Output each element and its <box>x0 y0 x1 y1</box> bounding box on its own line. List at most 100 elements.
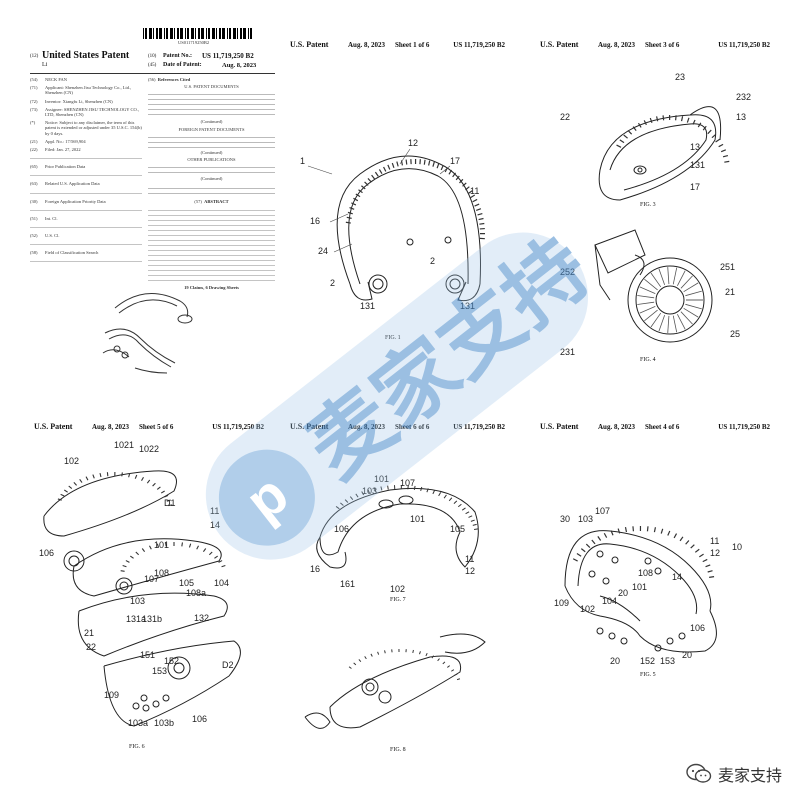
vent-slot <box>610 530 614 536</box>
reference-numeral: 108 <box>154 568 169 578</box>
vent-slot <box>637 295 655 299</box>
vent-slot <box>680 116 684 122</box>
vent-slot <box>624 527 628 533</box>
reference-numeral: D2 <box>222 660 234 670</box>
vent-slot <box>134 474 138 479</box>
reference-numeral: 101 <box>154 540 169 550</box>
vent-slot <box>419 651 421 655</box>
us-patent-docs: U.S. PATENT DOCUMENTS <box>184 84 239 90</box>
vent-slot <box>57 498 62 501</box>
vent-slot <box>349 207 355 210</box>
reference-numeral: 252 <box>560 267 575 277</box>
reference-numeral: 20 <box>682 650 692 660</box>
vent-slot <box>442 661 446 665</box>
barcode-bar <box>170 28 173 39</box>
reference-numeral: 103 <box>130 596 145 606</box>
vent-slot <box>683 282 699 293</box>
barcode-number: US011719250B2 <box>178 40 210 45</box>
vent-slot <box>677 270 686 286</box>
foreign-docs: FOREIGN PATENT DOCUMENTS <box>178 126 245 132</box>
vent-slot <box>92 474 95 479</box>
barcode-bar <box>237 28 238 39</box>
biblio-field-code: (63) <box>30 181 38 187</box>
abstract-code: (57) <box>194 199 202 205</box>
sheet-header: U.S. Patent Aug. 8, 2023 Sheet 5 of 6 US… <box>34 422 264 436</box>
barcode-bar <box>177 28 179 39</box>
reference-numeral: 153 <box>660 656 675 666</box>
vent-slot <box>724 160 730 163</box>
barcode-bar <box>185 28 186 39</box>
vent-slot <box>340 502 344 506</box>
continued-3: (Continued) <box>200 176 223 182</box>
header-number: US 11,719,250 B2 <box>212 423 264 431</box>
vent-slot <box>465 186 470 191</box>
vent-slot <box>423 159 426 165</box>
reference-lines <box>148 91 275 118</box>
vent-slot <box>361 491 365 496</box>
vent-slot <box>208 551 213 556</box>
vent-slot <box>135 551 140 556</box>
barcode-bar <box>243 28 246 39</box>
vent-slot <box>672 315 678 333</box>
reference-numeral: 1021 <box>114 440 134 450</box>
reference-numeral: 11 <box>210 506 219 516</box>
vent-slot <box>658 268 666 286</box>
biblio-field: (30)Foreign Application Priority Data <box>30 199 142 204</box>
reference-numeral: 151 <box>140 650 155 660</box>
fig4-caption: FIG. 4 <box>640 357 656 363</box>
biblio-filler <box>30 155 142 163</box>
biblio-field-code: (*) <box>30 120 36 126</box>
barcode-bar <box>219 28 221 39</box>
vent-slot <box>617 528 621 534</box>
reference-numeral: 14 <box>672 572 682 582</box>
biblio-field: (65)Prior Publication Data <box>30 164 142 169</box>
vent-slot <box>63 489 68 493</box>
vent-slot <box>378 169 383 175</box>
footer-brand[interactable]: 麦家支持 <box>686 762 782 786</box>
vent-slot <box>472 523 477 526</box>
vent-slot <box>465 511 470 515</box>
reference-numeral: 106 <box>192 714 207 724</box>
vent-slot <box>472 198 478 203</box>
barcode-bar <box>222 28 225 39</box>
vent-slot <box>580 548 586 553</box>
vent-slot <box>685 540 690 545</box>
vent-slot <box>667 530 671 536</box>
vent-slot <box>683 307 699 318</box>
reference-numeral: 17 <box>450 156 460 166</box>
vent-slot <box>443 494 447 499</box>
barcode-bar <box>174 28 175 39</box>
vent-slot <box>639 286 656 294</box>
header-sheet: Sheet 1 of 6 <box>395 41 430 49</box>
vent-slot <box>672 267 678 285</box>
header-sheet: Sheet 4 of 6 <box>645 423 680 431</box>
vent-slot <box>412 649 414 654</box>
header-date: Aug. 8, 2023 <box>92 423 129 431</box>
vent-slot <box>709 576 715 578</box>
vent-slot <box>364 181 369 186</box>
abstract-title: ABSTRACT <box>204 199 229 205</box>
front-title: United States Patent <box>42 50 130 61</box>
vent-slot <box>432 490 436 495</box>
reference-numeral: 153 <box>152 666 167 676</box>
vent-slot <box>68 485 73 489</box>
vent-slot <box>686 117 690 123</box>
biblio-filler <box>30 172 142 180</box>
reference-numeral: 21 <box>84 628 94 638</box>
reference-numeral: 132 <box>194 613 209 623</box>
vent-slot <box>707 570 713 573</box>
barcode-bar <box>164 28 165 39</box>
vent-slot <box>370 653 373 657</box>
vent-slot <box>428 160 431 166</box>
vent-slot <box>467 190 473 195</box>
vent-slot <box>391 162 395 168</box>
vent-slot <box>348 666 352 669</box>
reference-numeral: 2 <box>330 278 335 288</box>
reference-numeral: 16 <box>310 564 320 574</box>
vent-slot <box>677 314 686 330</box>
vent-slot <box>120 570 125 572</box>
vent-slot <box>650 272 662 288</box>
vent-slot <box>697 122 702 128</box>
vent-slot <box>396 161 399 167</box>
